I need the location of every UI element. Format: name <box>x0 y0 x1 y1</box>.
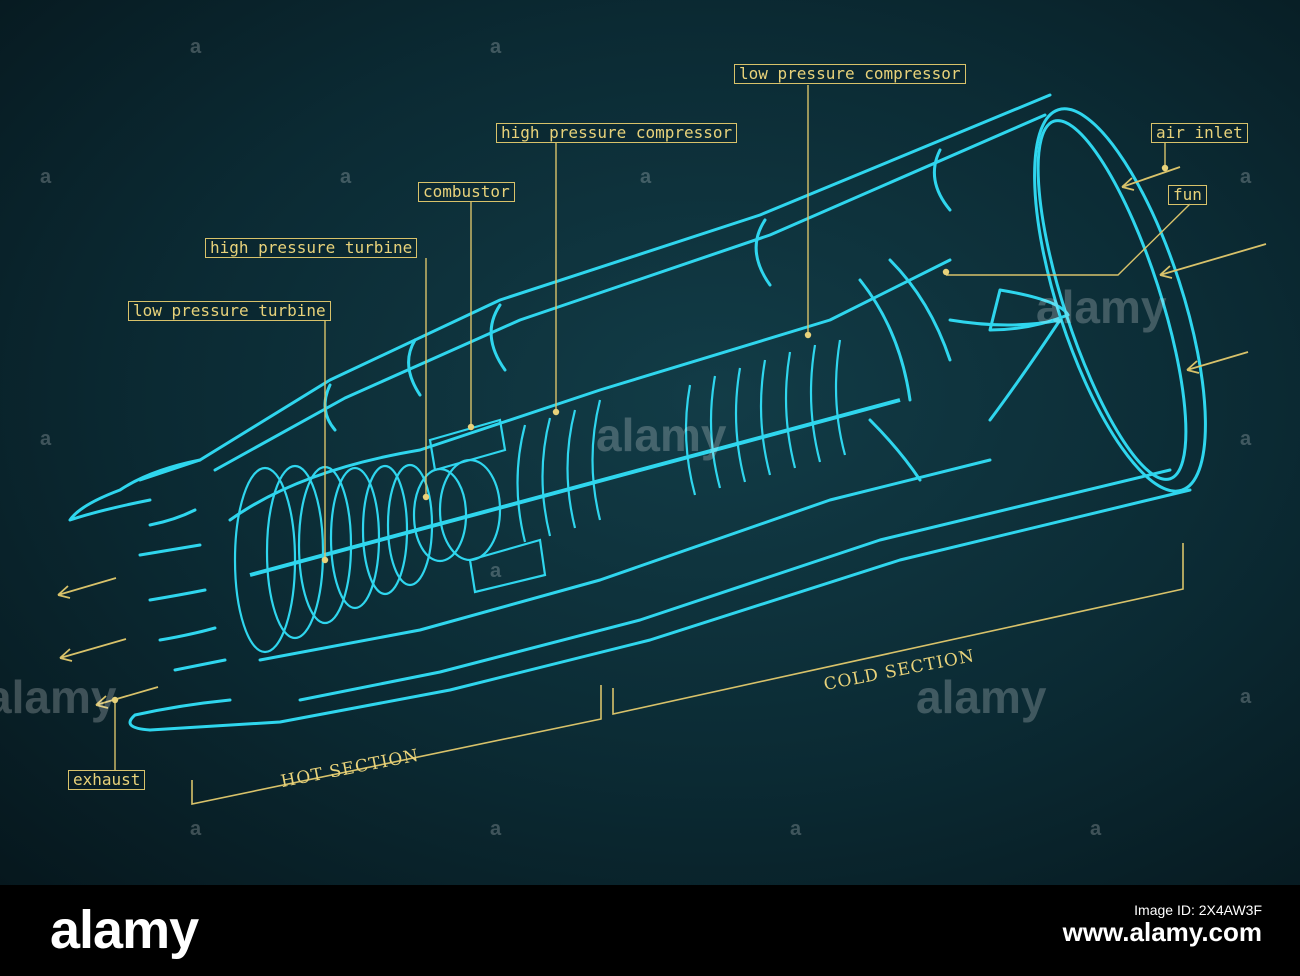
watermark-glyph-6: a <box>1240 166 1252 188</box>
watermark-glyph-8: a <box>1240 428 1252 450</box>
watermark-right-top: alamy <box>1036 281 1167 333</box>
exhaust-arrow-1 <box>57 577 117 599</box>
blueprint-board: low pressure compressor high pressure co… <box>0 0 1300 885</box>
nozzle-top-lip <box>68 458 202 522</box>
low-pressure-turbine-label: low pressure turbine <box>128 301 331 321</box>
air-inlet-label: air inlet <box>1151 123 1248 143</box>
fan-spinner <box>948 318 1062 422</box>
jet-engine-cutaway-drawing <box>57 85 1267 805</box>
combustor-label: combustor <box>418 182 515 202</box>
watermark-glyph-4: a <box>340 166 352 188</box>
exhaust-label: exhaust <box>68 770 146 790</box>
watermark-glyph-2: a <box>490 36 502 58</box>
watermark-glyph-1: a <box>190 36 202 58</box>
watermark-glyph-5: a <box>640 166 652 188</box>
footer-logo: alamy <box>50 900 199 960</box>
high-pressure-turbine-label: high pressure turbine <box>205 238 418 258</box>
nozzle-bottom-lip <box>128 698 232 732</box>
watermark-glyph-11: a <box>190 818 202 840</box>
exhaust-arrow-3 <box>95 686 159 709</box>
core-casing-top <box>228 258 952 522</box>
cold-section-bracket <box>612 543 1184 715</box>
watermark-glyph-3: a <box>40 166 52 188</box>
nozzle-petal-2 <box>138 543 202 557</box>
fun-label: fun <box>1168 185 1207 205</box>
nacelle-top-edge-inner <box>213 113 1047 472</box>
engine-shaft <box>249 398 901 577</box>
watermark-right-bottom: alamy <box>916 671 1047 723</box>
watermark-glyph-14: a <box>1090 818 1102 840</box>
inflow-arrow-3 <box>1186 351 1249 374</box>
high-pressure-compressor-label: high pressure compressor <box>496 123 738 143</box>
footer-image-id: Image ID: 2X4AW3F www.alamy.com <box>1062 901 1262 947</box>
watermark-glyph-10: a <box>1240 686 1252 708</box>
nacelle-band-3 <box>489 303 507 372</box>
nozzle-petal-1 <box>148 508 197 527</box>
fan-blade-2 <box>858 278 912 402</box>
fan-blade-3 <box>868 418 922 482</box>
nacelle-band-1 <box>932 148 952 212</box>
inflow-arrow-2 <box>1159 243 1267 279</box>
footer-bar: alamy Image ID: 2X4AW3F www.alamy.com <box>0 885 1300 976</box>
nozzle-petal-3 <box>148 588 207 602</box>
fan-blade-1 <box>888 258 952 362</box>
fan-hub <box>988 288 1070 332</box>
exhaust-arrow-2 <box>59 638 127 662</box>
nacelle-band-4 <box>407 338 422 397</box>
nozzle-petal-4 <box>158 626 217 642</box>
hot-section-bracket <box>191 685 602 805</box>
watermark-glyph-7: a <box>40 428 52 450</box>
nacelle-band-2 <box>754 218 772 287</box>
watermark-left: alamy <box>0 671 117 723</box>
core-casing-bottom <box>258 458 992 662</box>
watermark-glyph-12: a <box>490 818 502 840</box>
watermark-center: alamy <box>596 409 727 461</box>
watermark-glyph-9: a <box>490 560 502 582</box>
watermark-glyph-13: a <box>790 818 802 840</box>
nozzle-petal-5 <box>173 658 227 672</box>
footer-caption: Image ID: 2X4AW3F <box>1134 902 1262 918</box>
inflow-arrow-1 <box>1121 166 1181 191</box>
low-pressure-compressor-label: low pressure compressor <box>734 64 966 84</box>
nacelle-bottom-edge <box>148 488 1192 732</box>
nacelle-bottom-edge-inner <box>298 468 1172 702</box>
footer-site: www.alamy.com <box>1062 917 1262 947</box>
